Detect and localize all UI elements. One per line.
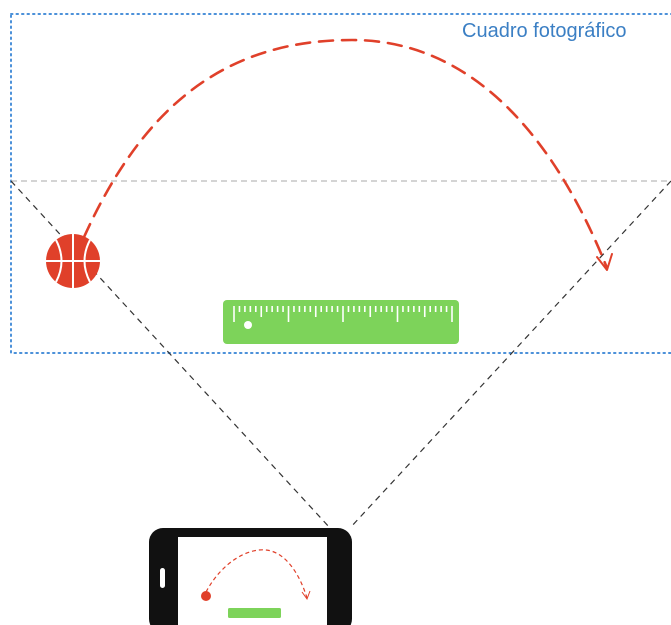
phone-screen-trajectory — [205, 549, 308, 599]
phone-screen-ruler — [228, 608, 281, 618]
frame-label: Cuadro fotográfico — [462, 20, 627, 42]
photo-frame — [10, 13, 671, 354]
basketball-icon — [46, 234, 100, 288]
phone-screen-ball — [201, 591, 211, 601]
ball-trajectory — [73, 38, 609, 270]
trajectory-arrowhead — [596, 253, 613, 271]
ruler-icon — [223, 300, 459, 344]
view-cone-right-line — [349, 180, 671, 529]
view-cone-left-line — [10, 180, 331, 529]
smartphone-icon — [149, 528, 352, 625]
